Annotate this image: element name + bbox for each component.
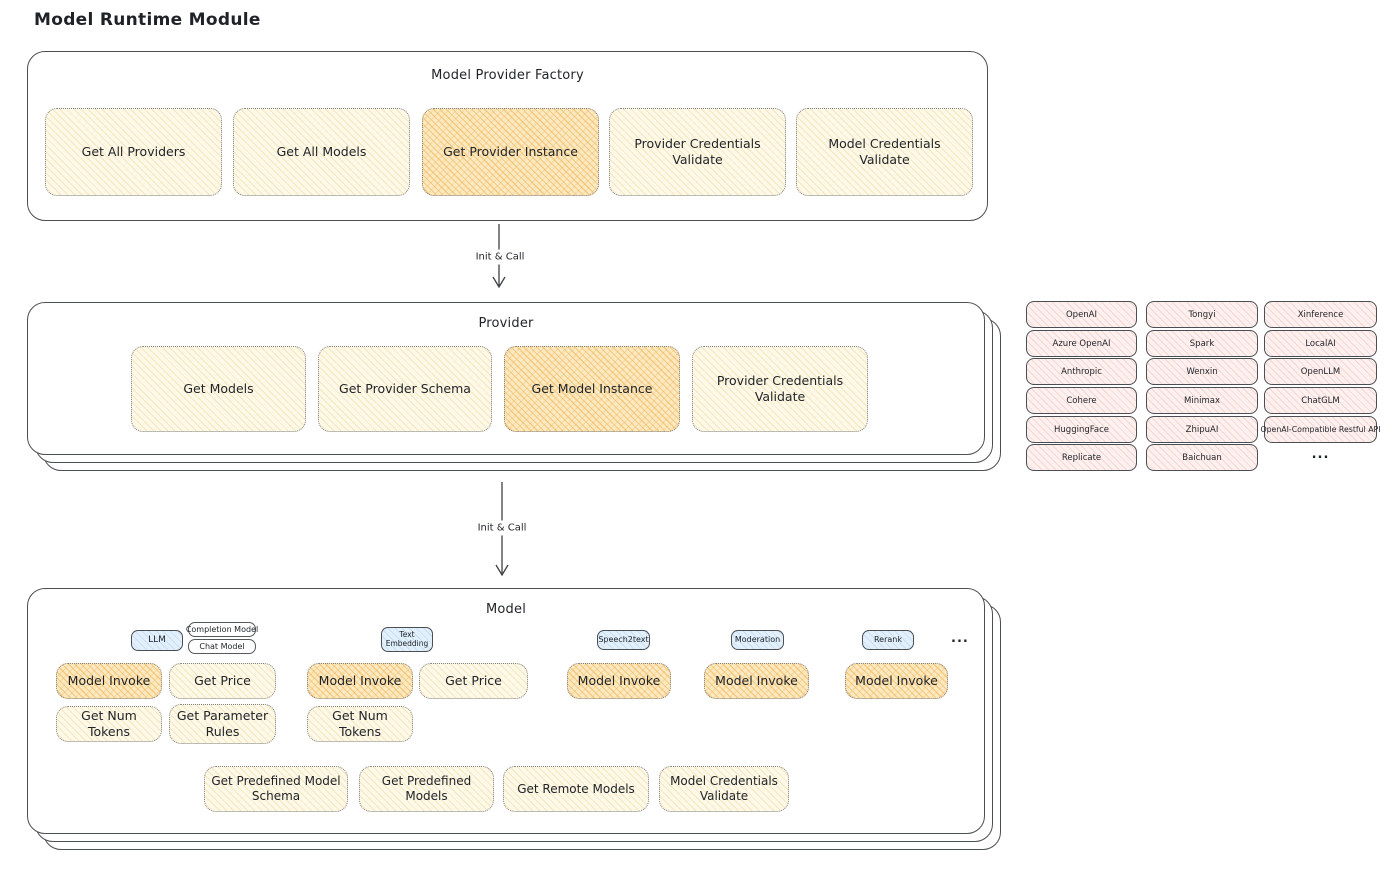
provider-chip: Wenxin: [1146, 358, 1258, 385]
provider-chip: ZhipuAI: [1146, 416, 1258, 443]
node-get-all-models: Get All Models: [233, 108, 410, 196]
node-embedding-get-num-tokens: Get Num Tokens: [307, 706, 413, 742]
node-llm-model-invoke: Model Invoke: [56, 663, 162, 699]
provider-chip: Spark: [1146, 330, 1258, 357]
node-get-predefined-model-schema: Get Predefined Model Schema: [204, 766, 348, 812]
arrow-label-init-call-2: Init & Call: [473, 520, 531, 536]
tag-completion-model: Completion Model: [186, 622, 258, 637]
node-llm-get-num-tokens: Get Num Tokens: [56, 706, 162, 742]
node-speech2text-model-invoke: Model Invoke: [567, 663, 671, 699]
model-box: Model LLM Completion Model Chat Model Te…: [27, 588, 985, 834]
provider-chip: Baichuan: [1146, 444, 1258, 471]
tag-llm: LLM: [131, 630, 183, 651]
node-embedding-model-invoke: Model Invoke: [307, 663, 413, 699]
tag-chat-model: Chat Model: [188, 639, 256, 654]
provider-chip: ChatGLM: [1264, 387, 1377, 414]
node-provider-credentials-validate: Provider Credentials Validate: [609, 108, 786, 196]
provider-chip: Tongyi: [1146, 301, 1258, 328]
model-more-ellipsis: ...: [951, 631, 969, 646]
factory-box: Model Provider Factory Get All Providers…: [27, 51, 988, 221]
provider-chip: Xinference: [1264, 301, 1377, 328]
provider-title: Provider: [478, 316, 534, 331]
model-title: Model: [485, 602, 527, 617]
page-title: Model Runtime Module: [34, 10, 261, 30]
node-get-provider-schema: Get Provider Schema: [318, 346, 492, 432]
provider-chip: HuggingFace: [1026, 416, 1137, 443]
node-get-models: Get Models: [131, 346, 306, 432]
provider-chip: OpenAI: [1026, 301, 1137, 328]
factory-title: Model Provider Factory: [431, 68, 584, 83]
node-get-all-providers: Get All Providers: [45, 108, 222, 196]
provider-chip: OpenAI-Compatible Restful API: [1260, 416, 1381, 443]
provider-chip: Azure OpenAI: [1026, 330, 1137, 357]
tag-rerank: Rerank: [862, 630, 914, 650]
provider-chip: Anthropic: [1026, 358, 1137, 385]
providers-more-ellipsis: ...: [1311, 447, 1330, 462]
arrow-label-init-call-1: Init & Call: [471, 249, 529, 265]
provider-chip: LocalAI: [1264, 330, 1377, 357]
provider-chip: Replicate: [1026, 444, 1137, 471]
node-model-credentials-validate-2: Model Credentials Validate: [659, 766, 789, 812]
tag-text-embedding: Text Embedding: [381, 627, 433, 652]
provider-chip: OpenLLM: [1264, 358, 1377, 385]
tag-speech2text: Speech2text: [597, 630, 650, 650]
node-rerank-model-invoke: Model Invoke: [845, 663, 948, 699]
node-get-remote-models: Get Remote Models: [503, 766, 649, 812]
provider-box: Provider Get Models Get Provider Schema …: [27, 302, 985, 455]
node-embedding-get-price: Get Price: [419, 663, 528, 699]
node-get-model-instance: Get Model Instance: [504, 346, 680, 432]
node-llm-get-price: Get Price: [169, 663, 276, 699]
node-get-predefined-models: Get Predefined Models: [359, 766, 494, 812]
node-llm-get-parameter-rules: Get Parameter Rules: [169, 704, 276, 744]
provider-chip: Minimax: [1146, 387, 1258, 414]
node-moderation-model-invoke: Model Invoke: [704, 663, 809, 699]
node-provider-credentials-validate-2: Provider Credentials Validate: [692, 346, 868, 432]
tag-moderation: Moderation: [731, 630, 784, 650]
node-model-credentials-validate: Model Credentials Validate: [796, 108, 973, 196]
provider-chip: Cohere: [1026, 387, 1137, 414]
node-get-provider-instance: Get Provider Instance: [422, 108, 599, 196]
